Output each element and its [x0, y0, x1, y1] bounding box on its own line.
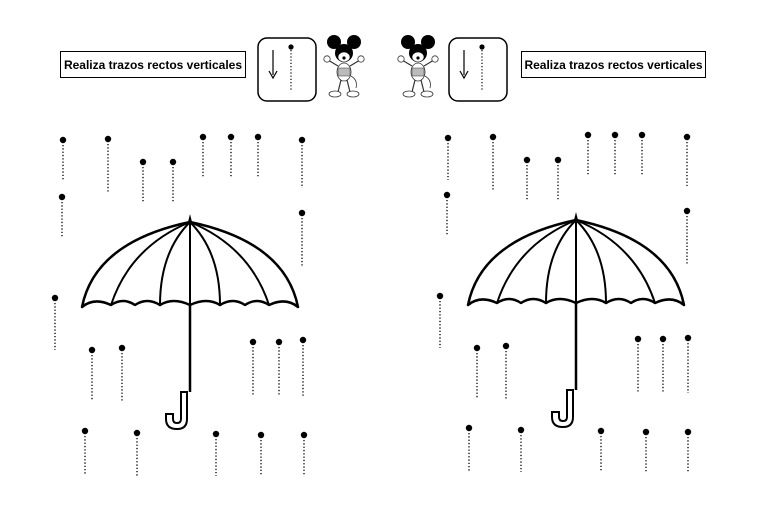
left-raindrop-start-dot-20	[257, 431, 265, 439]
left-example-card-icon	[257, 37, 317, 102]
left-raindrop-start-dot-16	[299, 336, 307, 344]
left-raindrop-start-dot-3	[139, 158, 147, 166]
right-raindrop-start-dot-14	[634, 335, 642, 343]
left-raindrop-trace-group	[51, 133, 308, 476]
right-instruction-label: Realiza trazos rectos verticales	[521, 51, 706, 78]
right-umbrella-illustration	[466, 210, 686, 429]
right-raindrop-start-dot-17	[465, 424, 473, 432]
left-raindrop-start-dot-6	[227, 133, 235, 141]
left-raindrop-start-dot-5	[199, 133, 207, 141]
left-instruction-label: Realiza trazos rectos verticales	[60, 51, 246, 78]
right-raindrop-start-dot-7	[638, 131, 646, 139]
left-raindrop-start-dot-10	[298, 209, 306, 217]
left-raindrop-start-dot-8	[298, 136, 306, 144]
left-raindrop-start-dot-13	[118, 344, 126, 352]
right-raindrop-start-dot-19	[597, 427, 605, 435]
right-raindrop-start-dot-12	[473, 344, 481, 352]
left-raindrop-start-dot-2	[104, 135, 112, 143]
right-raindrop-start-dot-18	[517, 426, 525, 434]
left-raindrop-start-dot-9	[58, 193, 66, 201]
right-raindrop-start-dot-9	[443, 191, 451, 199]
left-raindrop-start-dot-1	[59, 136, 67, 144]
left-raindrop-start-dot-7	[254, 133, 262, 141]
left-raindrop-start-dot-17	[81, 427, 89, 435]
left-mickey-illustration	[323, 34, 365, 98]
right-raindrop-start-dot-15	[659, 335, 667, 343]
left-raindrop-start-dot-19	[212, 430, 220, 438]
right-raindrop-start-dot-11	[436, 292, 444, 300]
right-raindrop-start-dot-13	[502, 342, 510, 350]
left-raindrop-start-dot-4	[169, 158, 177, 166]
left-raindrop-start-dot-11	[51, 294, 59, 302]
right-raindrop-start-dot-3	[523, 156, 531, 164]
right-raindrop-start-dot-8	[683, 133, 691, 141]
left-umbrella-illustration	[80, 212, 300, 431]
right-raindrop-start-dot-20	[642, 428, 650, 436]
right-raindrop-start-dot-21	[684, 428, 692, 436]
right-example-card-icon	[448, 37, 508, 102]
right-raindrop-start-dot-6	[611, 131, 619, 139]
right-raindrop-start-dot-10	[683, 207, 691, 215]
left-raindrop-start-dot-12	[88, 346, 96, 354]
right-raindrop-start-dot-2	[489, 133, 497, 141]
right-raindrop-trace-group	[436, 131, 692, 472]
right-raindrop-start-dot-5	[584, 131, 592, 139]
left-raindrop-start-dot-15	[275, 338, 283, 346]
right-raindrop-start-dot-16	[684, 334, 692, 342]
right-raindrop-start-dot-1	[444, 134, 452, 142]
left-raindrop-start-dot-21	[300, 431, 308, 439]
right-mickey-illustration	[397, 34, 439, 98]
right-raindrop-start-dot-4	[554, 156, 562, 164]
left-raindrop-start-dot-18	[133, 429, 141, 437]
left-raindrop-start-dot-14	[249, 338, 257, 346]
